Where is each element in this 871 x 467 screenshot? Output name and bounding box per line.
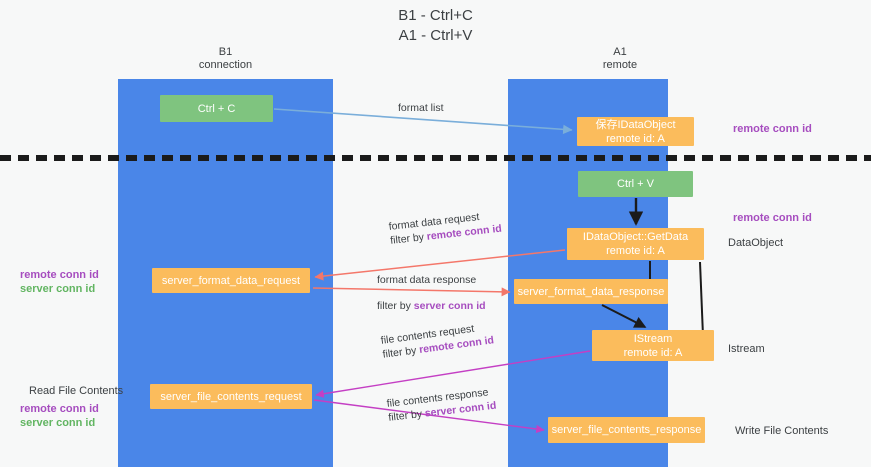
title-line-1: B1 - Ctrl+C bbox=[398, 7, 473, 24]
annotation-left-server-conn-id-2: server conn id bbox=[20, 417, 96, 429]
edge-label-format-data-response-line1: format data response bbox=[377, 274, 477, 286]
node-server-format-data-request-label: server_format_data_request bbox=[161, 274, 301, 287]
edge-label-file-contents-request: file contents request filter by remote c… bbox=[380, 319, 495, 361]
node-save-idataobject-label: 保存IDataObject bbox=[595, 118, 676, 131]
node-istream-label: IStream bbox=[633, 332, 673, 345]
node-server-file-contents-response-label: server_file_contents_response bbox=[551, 424, 702, 436]
node-server-file-contents-request-label: server_file_contents_request bbox=[160, 390, 302, 403]
annotation-write-file-contents: Write File Contents bbox=[735, 425, 829, 437]
filter-by-prefix: filter by bbox=[387, 407, 426, 424]
node-server-format-data-response[interactable]: server_format_data_response bbox=[514, 279, 668, 304]
filter-by-prefix: filter by bbox=[381, 344, 420, 361]
edge-label-file-contents-response: file contents response filter by server … bbox=[386, 385, 497, 425]
edge-label-format-list: format list bbox=[398, 101, 444, 115]
filter-key-server-conn-id: server conn id bbox=[413, 300, 486, 312]
edge-label-format-data-request: format data request filter by remote con… bbox=[388, 208, 502, 248]
node-ctrl-v-label: Ctrl + V bbox=[617, 178, 654, 190]
node-save-idataobject[interactable]: 保存IDataObject remote id: A bbox=[577, 117, 694, 146]
lane-header-b1-name: B1 bbox=[218, 46, 233, 58]
lane-header-a1-sub: remote bbox=[602, 59, 638, 71]
node-ctrl-c-label: Ctrl + C bbox=[197, 102, 236, 115]
node-ctrl-c[interactable]: Ctrl + C bbox=[160, 95, 273, 122]
node-server-format-data-request[interactable]: server_format_data_request bbox=[152, 268, 310, 293]
diagram-title: B1 - Ctrl+C A1 - Ctrl+V bbox=[0, 6, 871, 46]
filter-by-prefix: filter by bbox=[389, 230, 428, 247]
node-istream-sub: remote id: A bbox=[623, 346, 683, 359]
annotation-left-conn-ids-top: remote conn id server conn id bbox=[20, 268, 99, 296]
node-server-file-contents-request[interactable]: server_file_contents_request bbox=[150, 384, 312, 409]
node-server-file-contents-response[interactable]: server_file_contents_response bbox=[548, 417, 705, 443]
title-line-2: A1 - Ctrl+V bbox=[398, 27, 473, 44]
annotation-remote-conn-id-mid: remote conn id bbox=[733, 212, 812, 224]
annotation-left-remote-conn-id-1: remote conn id bbox=[20, 269, 99, 281]
node-istream[interactable]: IStream remote id: A bbox=[592, 330, 714, 361]
lane-header-b1-sub: connection bbox=[198, 59, 253, 71]
node-getdata-sub: remote id: A bbox=[606, 245, 665, 257]
annotation-remote-conn-id-top: remote conn id bbox=[733, 123, 812, 135]
annotation-dataobject: DataObject bbox=[728, 237, 784, 249]
edge-label-format-list-line1: format list bbox=[398, 102, 444, 114]
node-save-idataobject-sub: remote id: A bbox=[606, 132, 665, 145]
lane-header-a1-name: A1 bbox=[613, 46, 627, 58]
annotation-left-remote-conn-id-2: remote conn id bbox=[20, 403, 99, 415]
edge-label-format-data-response: format data response filter by server co… bbox=[377, 273, 486, 313]
node-getdata-label: IDataObject::GetData bbox=[582, 231, 689, 243]
lane-header-b1: B1 connection bbox=[148, 46, 303, 72]
annotation-istream: Istream bbox=[728, 343, 765, 355]
node-server-format-data-response-label: server_format_data_response bbox=[517, 285, 665, 298]
annotation-read-file-contents: Read File Contents bbox=[29, 385, 124, 397]
annotation-left-conn-ids-bottom: remote conn id server conn id bbox=[20, 402, 99, 430]
annotation-left-server-conn-id-1: server conn id bbox=[20, 283, 96, 295]
node-ctrl-v[interactable]: Ctrl + V bbox=[578, 171, 693, 197]
node-idataobject-getdata[interactable]: IDataObject::GetData remote id: A bbox=[567, 228, 704, 260]
lane-header-a1: A1 remote bbox=[545, 46, 695, 72]
edge-label-format-data-response-line2: filter by server conn id bbox=[377, 299, 486, 313]
edge-getdata-down bbox=[699, 261, 704, 337]
filter-by-prefix: filter by bbox=[377, 300, 414, 312]
